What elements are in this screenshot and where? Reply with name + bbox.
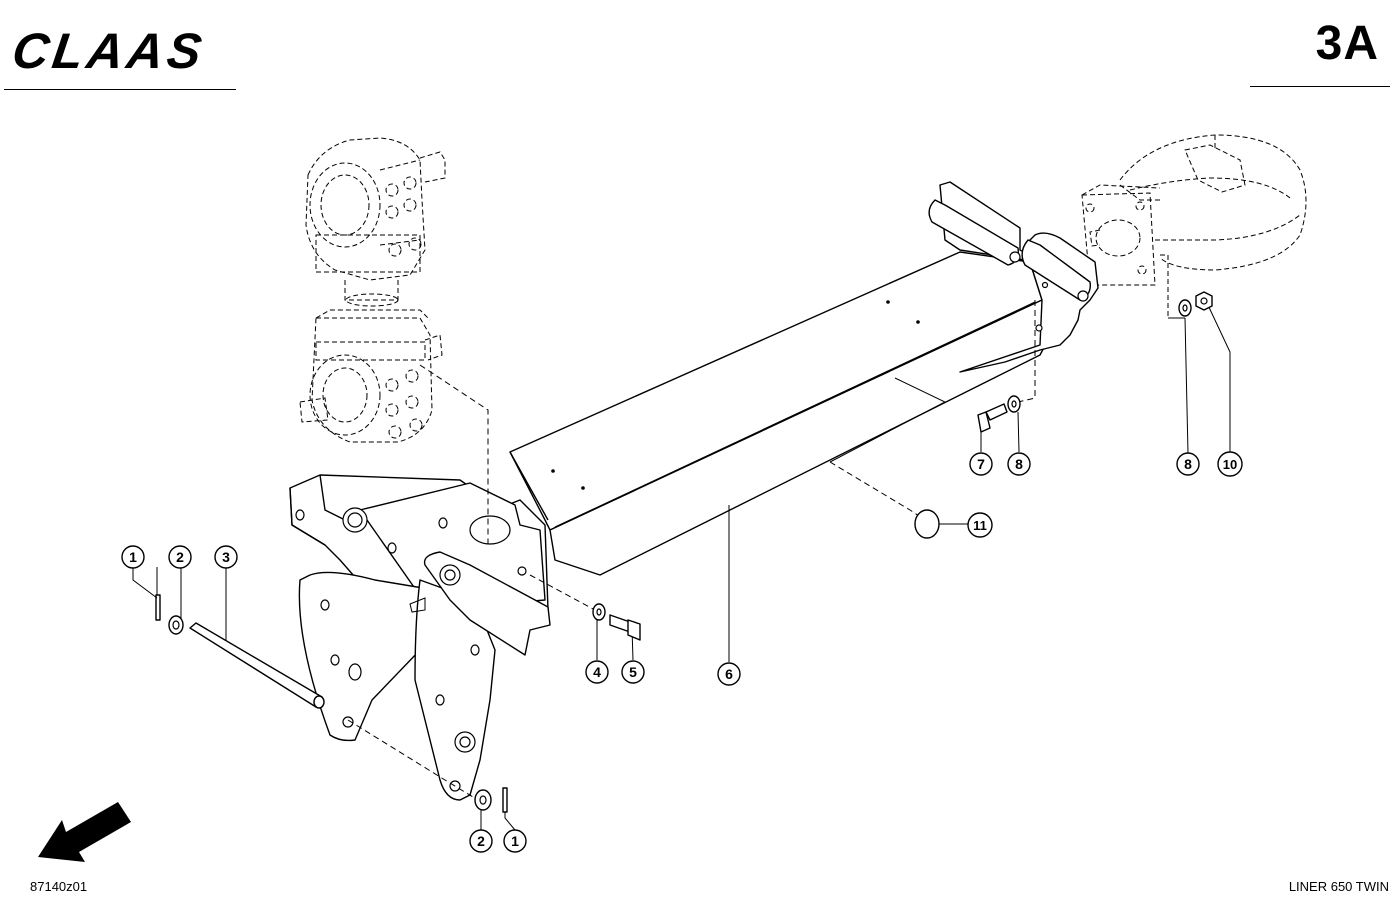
upper-gearbox-outline — [305, 137, 446, 307]
callout-7-label: 7 — [977, 456, 985, 472]
callout-10[interactable]: 10 — [1217, 451, 1243, 477]
svg-text:CLAAS: CLAAS — [9, 23, 209, 79]
callout-1b[interactable]: 1 — [503, 829, 527, 853]
callout-2b-label: 2 — [477, 833, 485, 849]
callout-6[interactable]: 6 — [717, 662, 741, 686]
callout-10-label: 10 — [1223, 457, 1237, 472]
callout-8b-label: 8 — [1184, 456, 1192, 472]
page-number: 3A — [1315, 17, 1379, 70]
rotor-housing-outline — [1081, 134, 1307, 319]
callout-3[interactable]: 3 — [214, 545, 238, 569]
main-beam — [509, 251, 1049, 576]
callout-11-label: 11 — [973, 518, 987, 533]
callout-5-label: 5 — [629, 664, 637, 680]
header-rule-left — [4, 89, 236, 90]
callout-8b[interactable]: 8 — [1176, 452, 1200, 476]
claas-logo: CLAAS — [9, 23, 209, 79]
drawing-number: 87140z01 — [30, 879, 88, 894]
direction-arrow-icon — [38, 802, 131, 862]
callout-2a[interactable]: 2 — [168, 545, 192, 569]
callout-6-label: 6 — [725, 666, 733, 682]
callout-2a-label: 2 — [176, 549, 184, 565]
header-rule-right — [1250, 86, 1390, 87]
model-name: LINER 650 TWIN — [1288, 879, 1389, 894]
left-mounting-bracket — [289, 474, 551, 801]
beam-end-bracket — [928, 181, 1099, 373]
leader-lines — [156, 300, 1231, 831]
callout-8a[interactable]: 8 — [1007, 452, 1031, 476]
callout-1a-label: 1 — [129, 549, 137, 565]
callout-5[interactable]: 5 — [621, 660, 645, 684]
callout-4-label: 4 — [593, 664, 601, 680]
callout-11[interactable]: 11 — [967, 512, 993, 538]
callout-4[interactable]: 4 — [585, 660, 609, 684]
callout-1a[interactable]: 1 — [121, 545, 158, 599]
callout-8a-label: 8 — [1015, 456, 1023, 472]
small-parts — [155, 291, 1213, 813]
callout-2b[interactable]: 2 — [469, 829, 493, 853]
lower-gearbox-outline — [299, 309, 443, 443]
callout-3-label: 3 — [222, 549, 230, 565]
callout-7[interactable]: 7 — [969, 452, 993, 476]
callout-1b-label: 1 — [511, 833, 519, 849]
